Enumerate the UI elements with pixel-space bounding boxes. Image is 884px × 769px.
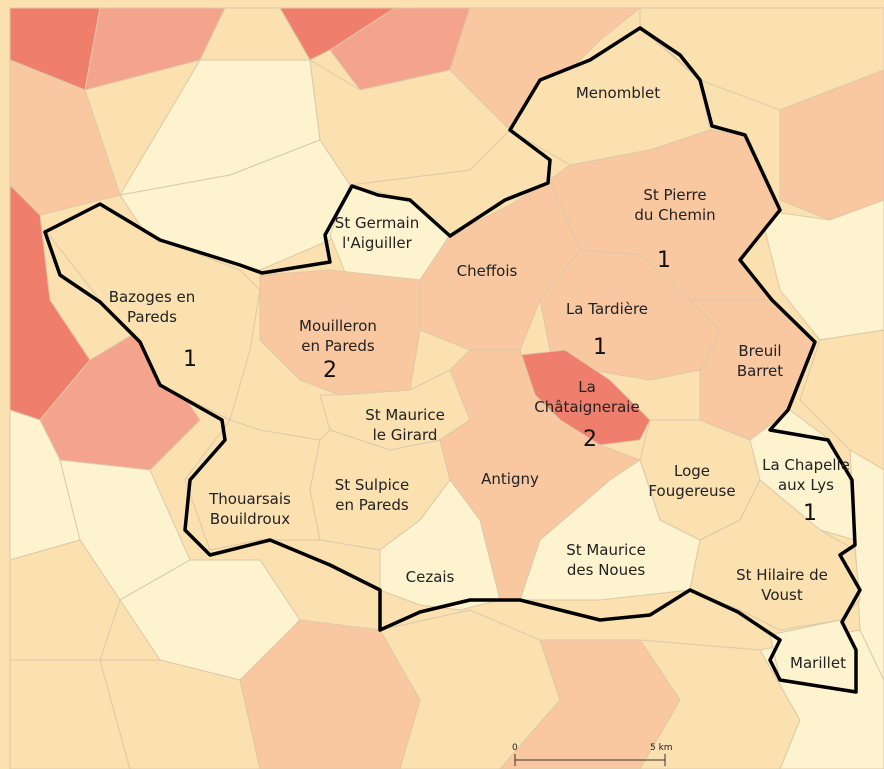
st-maurice-le-girard-label-group: St Maurice le Girard: [365, 406, 445, 444]
la-tardiere-label-line: La Tardière: [566, 300, 648, 318]
canton-border: [43, 26, 862, 694]
mouilleron-en-pareds-label-line: en Pareds: [301, 337, 375, 355]
cezais-label-group: Cezais: [406, 568, 455, 586]
commune-labels: Menomblet St Pierre du Chemin 1 St Germain l'…: [109, 84, 850, 672]
mouilleron-en-pareds-number: 2: [323, 358, 337, 383]
scale-bar-end-label: 5 km: [650, 743, 673, 753]
cheffois-label-group: Cheffois: [457, 262, 518, 280]
st-sulpice-en-pareds-label-group: St Sulpice en Pareds: [335, 476, 410, 514]
st-sulpice-en-pareds-label-line: en Pareds: [335, 496, 409, 514]
outer-cell: [9, 659, 131, 769]
cheffois-label-line: Cheffois: [457, 262, 518, 280]
antigny-label-line: Antigny: [481, 470, 539, 488]
st-hilaire-de-voust-label-line: St Hilaire de: [736, 566, 828, 584]
la-chataigneraie-label-line: Châtaigneraie: [534, 398, 639, 416]
outer-cell: [9, 539, 121, 661]
antigny-label-group: Antigny: [481, 470, 539, 488]
la-chapelle-aux-lys-label-line: aux Lys: [778, 476, 834, 494]
st-germain-l-aiguiller-label-group: St Germain l'Aiguiller: [335, 214, 419, 252]
outer-cell: [9, 59, 121, 216]
st-maurice-des-noues-label-line: des Noues: [567, 561, 645, 579]
st-pierre-du-chemin-label-line: St Pierre: [643, 186, 706, 204]
la-chapelle-aux-lys-label-line: La Chapelle: [762, 456, 850, 474]
bazoges-en-pareds-label-line: Bazoges en: [109, 288, 196, 306]
loge-fougereuse-label-line: Loge: [674, 462, 710, 480]
st-hilaire-de-voust-cell: [689, 479, 861, 631]
marillet-label-group: Marillet: [790, 654, 846, 672]
menomblet-label-line: Menomblet: [576, 84, 660, 102]
la-tardiere-label-group: La Tardière 1: [566, 300, 648, 360]
st-maurice-des-noues-label-line: St Maurice: [566, 541, 646, 559]
outer-cell: [759, 199, 884, 341]
st-maurice-des-noues-label-group: St Maurice des Noues: [566, 541, 646, 579]
loge-fougereuse-label-line: Fougereuse: [648, 482, 735, 500]
st-pierre-du-chemin-number: 1: [657, 248, 671, 273]
la-tardiere-number: 1: [593, 335, 607, 360]
bazoges-en-pareds-label-group: Bazoges en Pareds 1: [109, 288, 197, 372]
commune-cells: [44, 27, 861, 691]
st-maurice-le-girard-label-line: St Maurice: [365, 406, 445, 424]
breuil-barret-label-line: Breuil: [738, 342, 781, 360]
bazoges-en-pareds-number: 1: [183, 347, 197, 372]
la-chapelle-aux-lys-label-group: La Chapelle aux Lys 1: [762, 456, 850, 526]
bazoges-en-pareds-label-line: Pareds: [127, 308, 177, 326]
la-chataigneraie-number: 2: [583, 427, 597, 452]
marillet-label-line: Marillet: [790, 654, 846, 672]
st-germain-l-aiguiller-label-line: St Germain: [335, 214, 419, 232]
thouarsais-bouildroux-label-line: Thouarsais: [208, 490, 291, 508]
thouarsais-bouildroux-label-line: Bouildroux: [210, 510, 290, 528]
st-hilaire-de-voust-label-line: Voust: [761, 586, 803, 604]
st-pierre-du-chemin-label-group: St Pierre du Chemin 1: [634, 186, 715, 273]
menomblet-label-group: Menomblet: [576, 84, 660, 102]
st-hilaire-de-voust-label-group: St Hilaire de Voust: [736, 566, 828, 604]
la-chapelle-aux-lys-number: 1: [803, 501, 817, 526]
scale-bar-start-label: 0: [512, 743, 518, 753]
scale-bar: 0 5 km: [512, 743, 673, 766]
breuil-barret-label-line: Barret: [737, 362, 783, 380]
st-pierre-du-chemin-label-line: du Chemin: [634, 206, 715, 224]
st-germain-l-aiguiller-label-line: l'Aiguiller: [342, 234, 412, 252]
st-sulpice-en-pareds-label-line: St Sulpice: [335, 476, 410, 494]
la-chataigneraie-label-line: La: [578, 378, 596, 396]
mouilleron-en-pareds-label-group: Mouilleron en Pareds 2: [299, 317, 377, 383]
cezais-label-line: Cezais: [406, 568, 455, 586]
st-maurice-le-girard-label-line: le Girard: [373, 426, 438, 444]
mouilleron-en-pareds-label-line: Mouilleron: [299, 317, 377, 335]
